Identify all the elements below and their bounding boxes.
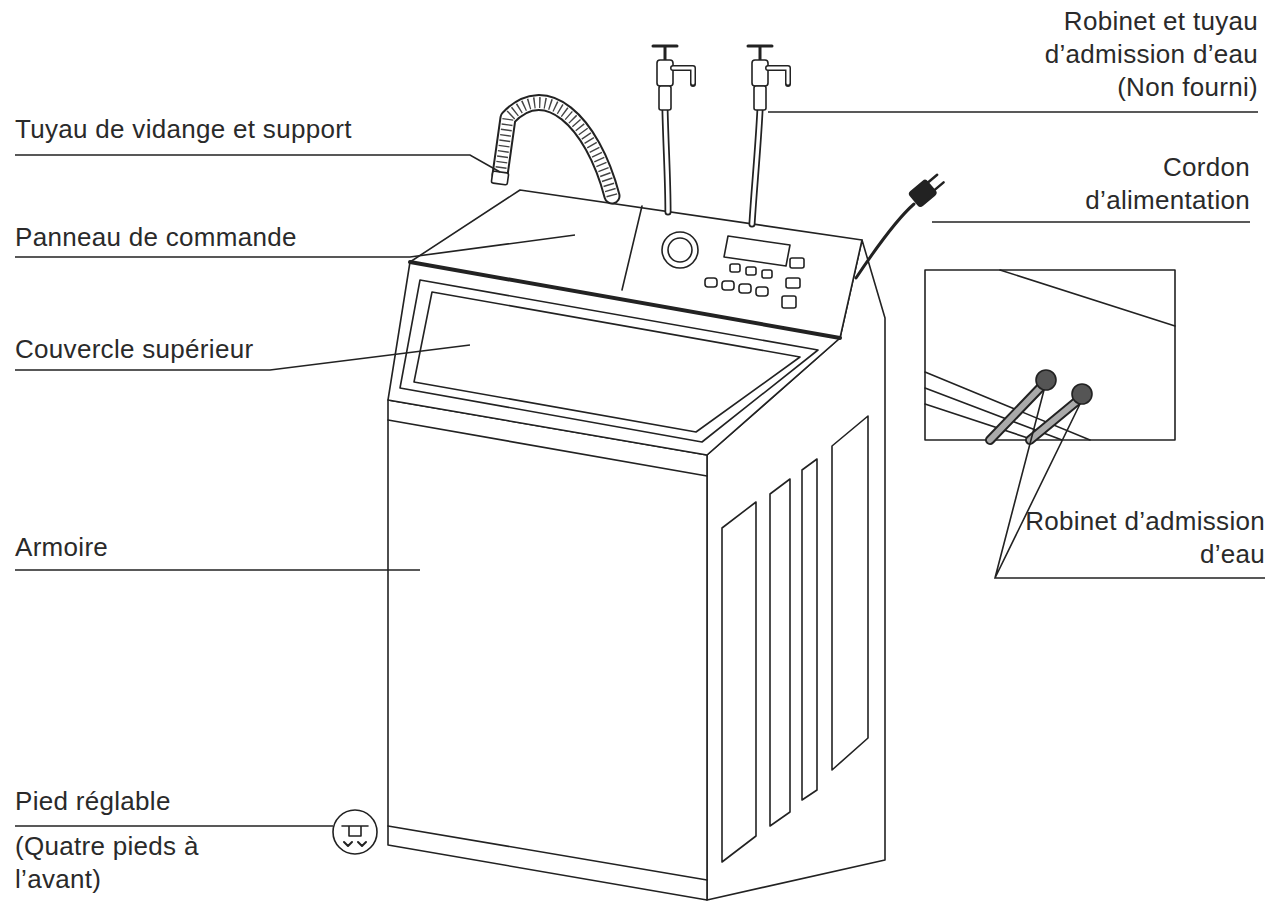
part-label: Cordon d’alimentation (1020, 151, 1250, 217)
drain-hose (500, 103, 612, 196)
foot (342, 826, 368, 836)
inlet-hose (752, 110, 760, 224)
plug (909, 172, 947, 208)
side-panel (802, 459, 817, 800)
button (722, 281, 734, 290)
part-label: Tuyau de vidange et support (15, 113, 615, 146)
button (756, 287, 768, 296)
part-label: Pied réglable (15, 785, 415, 818)
faucet (748, 46, 788, 110)
inset-hose (1030, 402, 1076, 440)
drain-hose-ribs (500, 103, 612, 196)
side-panel (722, 502, 756, 862)
dial (662, 232, 698, 268)
cabinet-band (388, 826, 707, 880)
button (782, 296, 796, 308)
leader-line (768, 111, 1258, 113)
console (410, 190, 862, 338)
inset-hose (1030, 402, 1076, 440)
console-divider (622, 206, 642, 290)
inlet-hose (665, 110, 668, 212)
inset-frame (925, 270, 1175, 440)
dial-inner (668, 238, 692, 262)
leader-line (15, 155, 500, 172)
part-label: Armoire (15, 531, 615, 564)
part-label: Robinet d’admission d’eau (1010, 505, 1265, 571)
button (786, 278, 800, 288)
button (705, 278, 717, 287)
leader-lines (15, 112, 1265, 826)
leader-line (932, 221, 1250, 223)
inlet-valve (1036, 370, 1056, 390)
side-panel (832, 416, 868, 770)
leader-line (15, 569, 420, 571)
inlet-hose (665, 110, 668, 212)
part-label: Couvercle supérieur (15, 333, 615, 366)
foot-detail (333, 810, 377, 854)
display (724, 236, 790, 266)
button (762, 270, 772, 278)
side-panel (770, 479, 790, 826)
inlet-valve (1072, 384, 1092, 404)
cabinet-front (388, 400, 707, 900)
power-cord (856, 204, 914, 278)
leader-line (15, 825, 333, 827)
inset-ledge (925, 372, 1090, 440)
inset-wall (1000, 270, 1175, 326)
inlet-hose (752, 110, 760, 224)
leader-line (995, 390, 1265, 578)
part-label: (Quatre pieds à l’avant) (15, 830, 230, 896)
button (739, 284, 751, 293)
button (790, 258, 804, 268)
drain-hose-end (491, 171, 509, 185)
part-label: Robinet et tuyau d’admission d’eau (Non … (993, 5, 1258, 104)
console-edge (410, 262, 840, 338)
faucet (653, 46, 693, 110)
rotate-arrows (344, 842, 366, 846)
button (746, 267, 756, 275)
drain-hose (500, 103, 612, 196)
part-label: Panneau de commande (15, 221, 615, 254)
button (730, 264, 740, 272)
